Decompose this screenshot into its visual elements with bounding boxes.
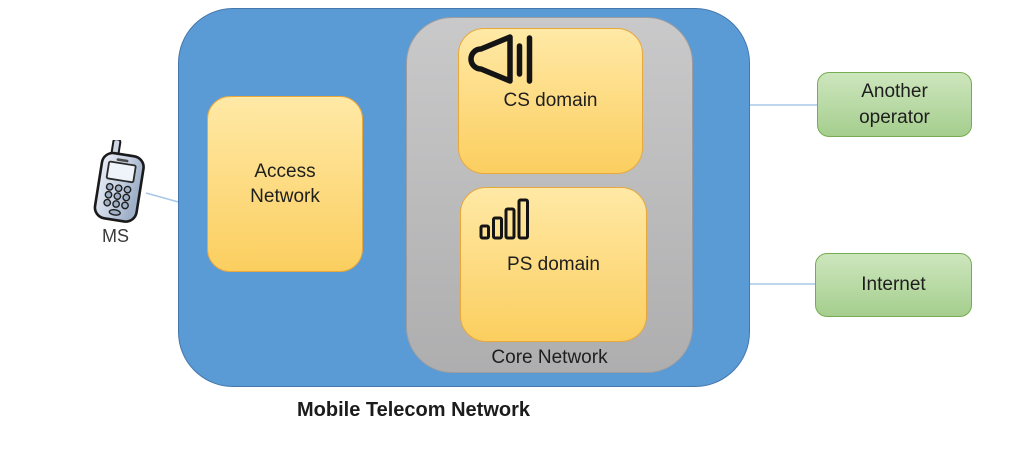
- mobile-phone-icon: [93, 140, 145, 223]
- signal-bars-icon: [479, 198, 529, 240]
- cs-domain-label: CS domain: [503, 90, 598, 112]
- internet-label: Internet: [861, 274, 926, 296]
- ps-domain-box: PS domain: [460, 187, 647, 342]
- core-network-label: Core Network: [491, 347, 608, 368]
- ps-domain-label: PS domain: [507, 253, 600, 275]
- another-operator-box: Another operator: [817, 72, 972, 137]
- internet-box: Internet: [815, 253, 972, 317]
- access-network-label: Access Network: [250, 160, 320, 207]
- another-operator-label: Another operator: [859, 81, 930, 128]
- access-network-box: Access Network: [207, 96, 363, 272]
- ms-label: MS: [102, 226, 129, 246]
- diagram-title: Mobile Telecom Network: [297, 399, 531, 421]
- connector-ms-network: [145, 192, 183, 204]
- cs-domain-box: CS domain: [458, 28, 643, 174]
- speaker-horn-icon: [468, 34, 533, 84]
